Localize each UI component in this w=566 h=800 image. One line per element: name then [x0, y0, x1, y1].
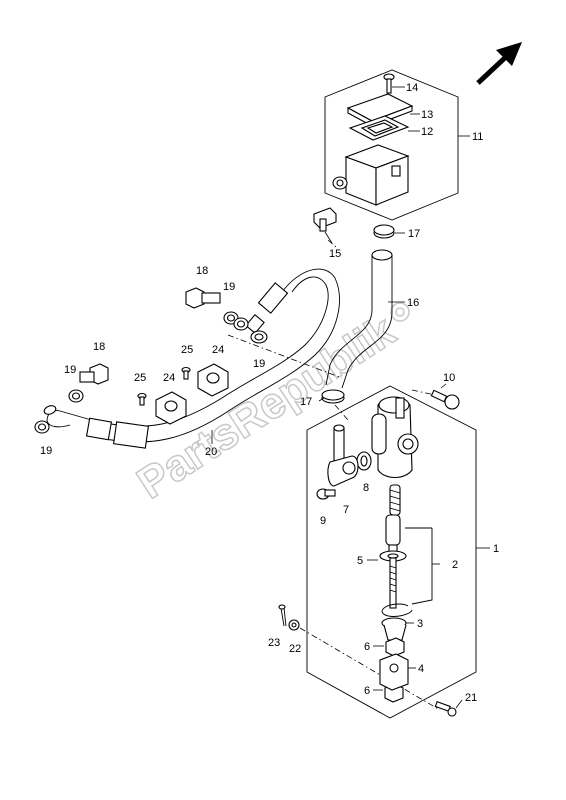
piston-kit: [385, 484, 440, 605]
circlip: [381, 603, 413, 617]
label-part-11: 11: [472, 131, 483, 143]
label-part-8: 8: [363, 482, 369, 494]
label-part-23: 23: [268, 637, 280, 649]
direction-arrow-icon: [476, 42, 522, 85]
label-part-18-lower: 18: [93, 341, 105, 353]
label-part-13: 13: [421, 109, 433, 121]
brake-hose: [43, 268, 340, 449]
master-cylinder-body: [371, 396, 419, 479]
sealing-washer-d: [34, 420, 50, 434]
banjo-bolt-lower: [79, 363, 109, 385]
clevis-pin: [434, 699, 463, 717]
reservoir-cap-screw: [383, 73, 405, 94]
clamp-screw-left: [137, 392, 147, 406]
label-part-15: 15: [329, 248, 341, 260]
label-part-3: 3: [417, 618, 423, 630]
label-part-9: 9: [320, 515, 326, 527]
sealing-washer-b: [250, 330, 268, 344]
cotter-pin: [278, 604, 287, 627]
label-part-18-upper: 18: [196, 265, 208, 277]
label-part-19-c: 19: [64, 364, 76, 376]
hose-joint-screw: [316, 488, 336, 500]
reservoir-hose: [325, 249, 405, 389]
reservoir-body: [332, 144, 410, 206]
label-part-19-d: 19: [40, 445, 52, 457]
label-part-6-upper: 6: [364, 641, 370, 653]
o-ring: [356, 451, 372, 471]
hose-joint: [327, 424, 359, 487]
pin-washer: [288, 619, 300, 631]
label-part-25-right: 25: [181, 344, 193, 356]
label-part-24-left: 24: [163, 372, 175, 384]
label-part-1: 1: [493, 543, 499, 555]
hose-clamp-lower: [318, 389, 345, 404]
label-part-24-right: 24: [212, 344, 224, 356]
label-part-4: 4: [418, 663, 424, 675]
label-part-5: 5: [357, 555, 363, 567]
assembly-reference-lines: [227, 239, 441, 711]
label-part-2: 2: [452, 559, 458, 571]
watermark-gear-icon: [390, 302, 410, 322]
cylinder-mount-bolt: [430, 383, 460, 410]
lock-nut-upper: [373, 637, 405, 657]
hose-clamp-bracket-right: [197, 363, 229, 397]
label-part-7: 7: [343, 504, 349, 516]
label-part-17-upper: 17: [408, 228, 420, 240]
clamp-screw-right: [181, 366, 191, 380]
label-part-19-b: 19: [253, 358, 265, 370]
label-part-20: 20: [205, 446, 217, 458]
label-part-14: 14: [406, 82, 418, 94]
dust-boot: [381, 617, 414, 641]
label-part-21: 21: [465, 692, 477, 704]
label-part-22: 22: [289, 643, 301, 655]
reservoir-assembly-outline: [324, 69, 470, 221]
reservoir-diaphragm: [348, 115, 420, 141]
master-cylinder-assembly-outline: [306, 385, 490, 719]
part-number-labels: 14 13 12 11 15 17 16 18 19 19 18 19 19 2…: [40, 82, 499, 704]
push-rod-washer: [367, 550, 407, 609]
label-part-19-a: 19: [223, 281, 235, 293]
label-part-12: 12: [421, 126, 433, 138]
label-part-16: 16: [407, 297, 419, 309]
banjo-bolt-upper: [185, 287, 221, 309]
label-part-10: 10: [443, 372, 455, 384]
label-part-6-lower: 6: [364, 685, 370, 697]
label-part-25-left: 25: [134, 372, 146, 384]
clevis: [379, 653, 416, 691]
hose-clamp-upper: [373, 224, 405, 239]
sealing-washer-c: [68, 389, 84, 403]
reservoir-mount-bolt: [313, 207, 337, 244]
hose-clamp-bracket-left: [155, 391, 187, 425]
label-part-17-lower: 17: [300, 396, 312, 408]
sealing-washer-a: [223, 311, 249, 331]
